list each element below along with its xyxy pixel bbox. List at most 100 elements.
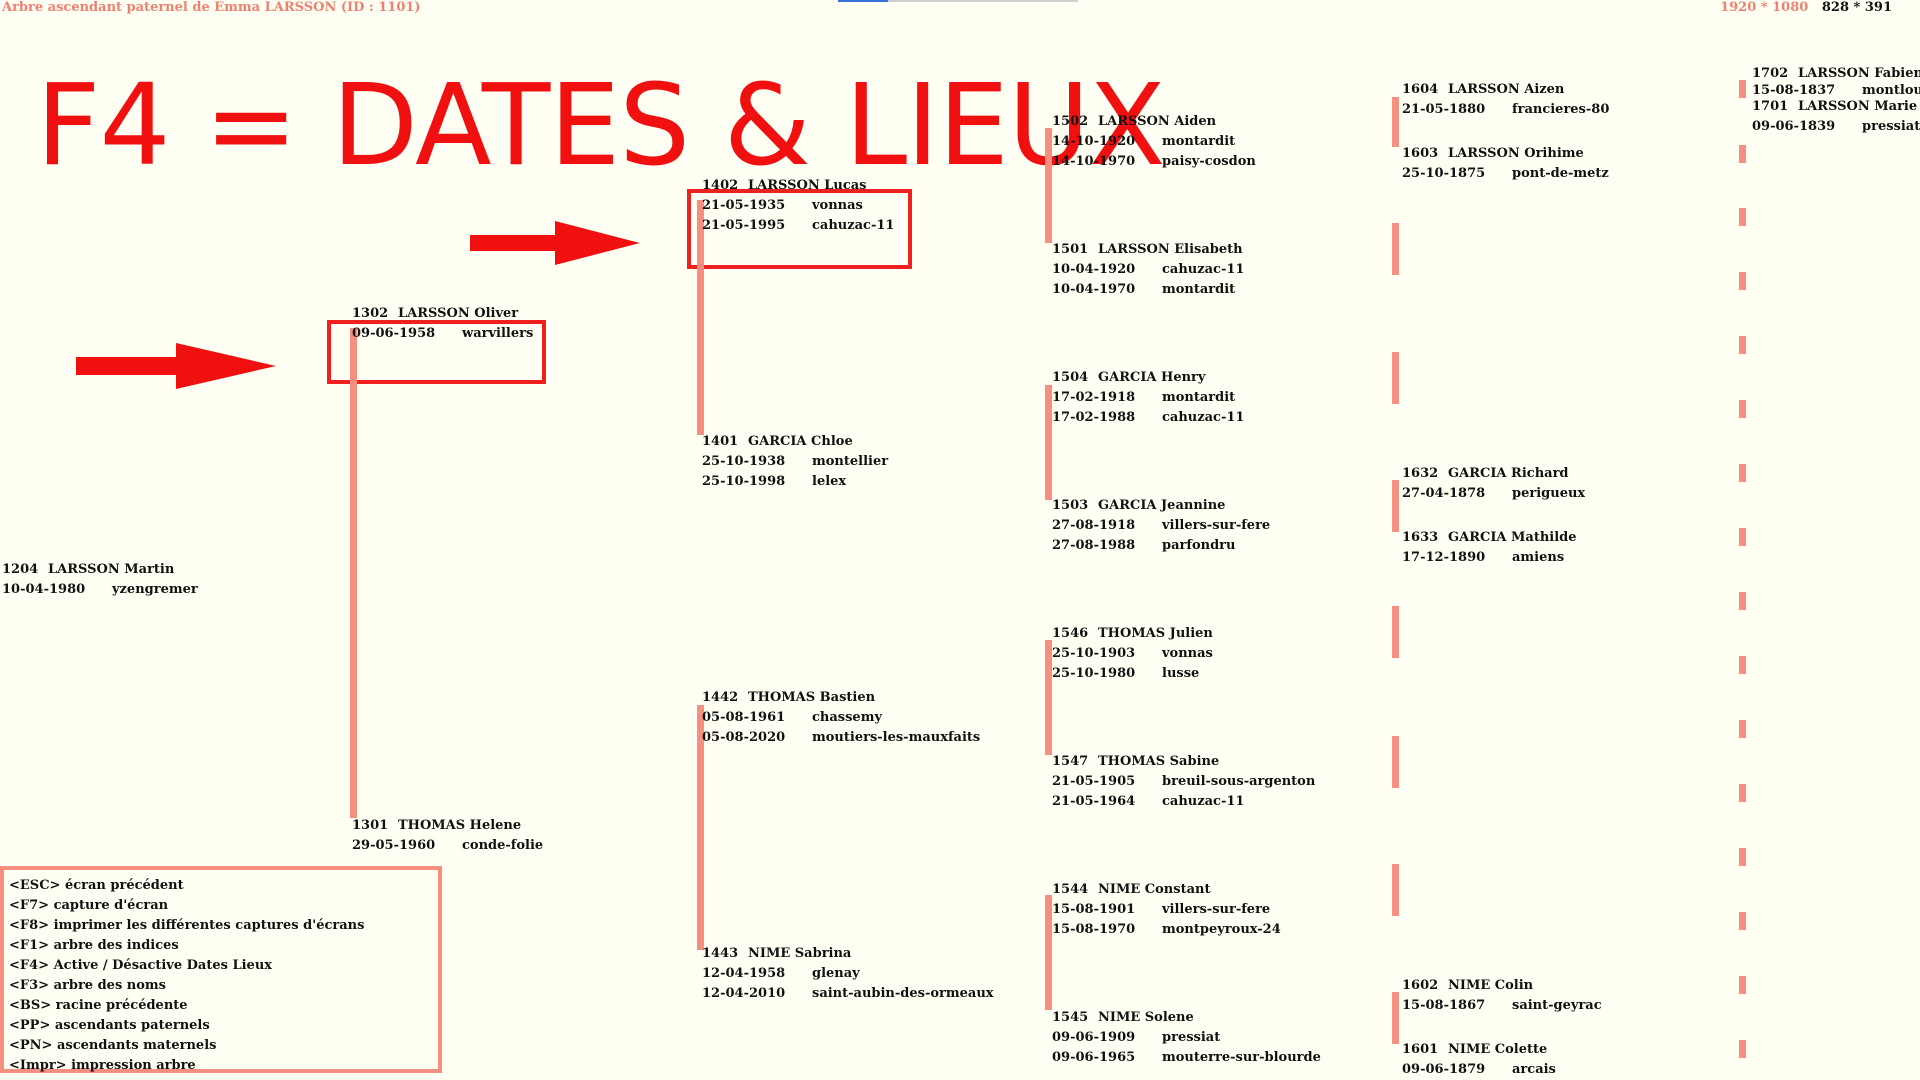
connector-line (1045, 385, 1052, 500)
connector-line (1739, 145, 1746, 163)
connector-line (1392, 97, 1399, 147)
birth-place: pressiat (1162, 1030, 1221, 1045)
person-id: 1632 (1402, 466, 1439, 481)
person-name: GARCIA Mathilde (1448, 530, 1577, 545)
help-item-impr: <Impr> impression arbre (9, 1058, 196, 1073)
birth-date: 25-10-1938 (702, 454, 786, 469)
highlight-box-oliver (327, 320, 546, 384)
screen-info: 1920 * 1080 828 * 391 (1720, 0, 1892, 15)
person-id: 1603 (1402, 146, 1439, 161)
resolution-text: 1920 * 1080 (1720, 0, 1809, 15)
person-id: 1544 (1052, 882, 1089, 897)
death-place: moutiers-les-mauxfaits (812, 730, 981, 745)
connector-line (1739, 976, 1746, 994)
connector-line (1392, 864, 1399, 916)
connector-line (697, 705, 704, 950)
death-place: lusse (1162, 666, 1200, 681)
person-name: NIME Sabrina (748, 946, 852, 961)
person-name: LARSSON Elisabeth (1098, 242, 1243, 257)
person-id: 1547 (1052, 754, 1089, 769)
birth-place: conde-folie (462, 838, 544, 853)
person-id: 1503 (1052, 498, 1089, 513)
death-place: montardit (1162, 282, 1236, 297)
death-place: parfondru (1162, 538, 1236, 553)
birth-place: vonnas (1162, 646, 1213, 661)
help-item-f7: <F7> capture d'écran (9, 898, 169, 913)
death-place: paisy-cosdon (1162, 154, 1256, 169)
window-title: Arbre ascendant paternel de Emma LARSSON… (2, 0, 421, 15)
birth-place: villers-sur-fere (1162, 902, 1271, 917)
death-date: 17-02-1988 (1052, 410, 1136, 425)
birth-place: saint-geyrac (1512, 998, 1602, 1013)
connector-line (1392, 606, 1399, 658)
death-place: cahuzac-11 (812, 218, 895, 233)
connector-line (697, 200, 704, 435)
death-place: mouterre-sur-blourde (1162, 1050, 1321, 1065)
birth-date: 27-08-1918 (1052, 518, 1136, 533)
birth-place: pressiat (1862, 119, 1920, 134)
person-id: 1443 (702, 946, 739, 961)
death-place: cahuzac-11 (1162, 794, 1245, 809)
help-item-pp: <PP> ascendants paternels (9, 1018, 210, 1033)
help-item-pn: <PN> ascendants maternels (9, 1038, 217, 1053)
birth-date: 17-02-1918 (1052, 390, 1136, 405)
help-item-f1: <F1> arbre des indices (9, 938, 179, 953)
person-name: LARSSON Orihime (1448, 146, 1584, 161)
birth-place: glenay (812, 966, 860, 981)
birth-date: 09-06-1909 (1052, 1030, 1136, 1045)
person-id: 1601 (1402, 1042, 1439, 1057)
person-name: GARCIA Jeannine (1098, 498, 1226, 513)
connector-line (1392, 736, 1399, 788)
person-id: 1501 (1052, 242, 1089, 257)
death-date: 27-08-1988 (1052, 538, 1136, 553)
birth-place: montellier (812, 454, 889, 469)
connector-line (1739, 592, 1746, 610)
birth-place: montardit (1162, 134, 1236, 149)
birth-place: warvillers (462, 326, 534, 341)
birth-place: francieres-80 (1512, 102, 1610, 117)
person-name: LARSSON Aiden (1098, 114, 1217, 129)
help-item-f4: <F4> Active / Désactive Dates Lieux (9, 958, 273, 973)
connector-line (1045, 895, 1052, 1010)
birth-place: yzengremer (112, 582, 198, 597)
person-name: GARCIA Henry (1098, 370, 1206, 385)
person-name: LARSSON Lucas (748, 178, 867, 193)
connector-line (1739, 720, 1746, 738)
cursor-coords: 828 * 391 (1821, 0, 1892, 15)
person-id: 1401 (702, 434, 739, 449)
birth-date: 21-05-1935 (702, 198, 786, 213)
person-name: NIME Constant (1098, 882, 1211, 897)
annotation-banner: F4 = DATES & LIEUX (36, 61, 1166, 191)
help-item-f8: <F8> imprimer les différentes captures d… (9, 918, 365, 933)
connector-line (1739, 400, 1746, 418)
person-id: 1502 (1052, 114, 1089, 129)
birth-date: 29-05-1960 (352, 838, 436, 853)
connector-line (1739, 336, 1746, 354)
birth-place: breuil-sous-argenton (1162, 774, 1316, 789)
help-item-f3: <F3> arbre des noms (9, 978, 166, 993)
death-place: cahuzac-11 (1162, 410, 1245, 425)
